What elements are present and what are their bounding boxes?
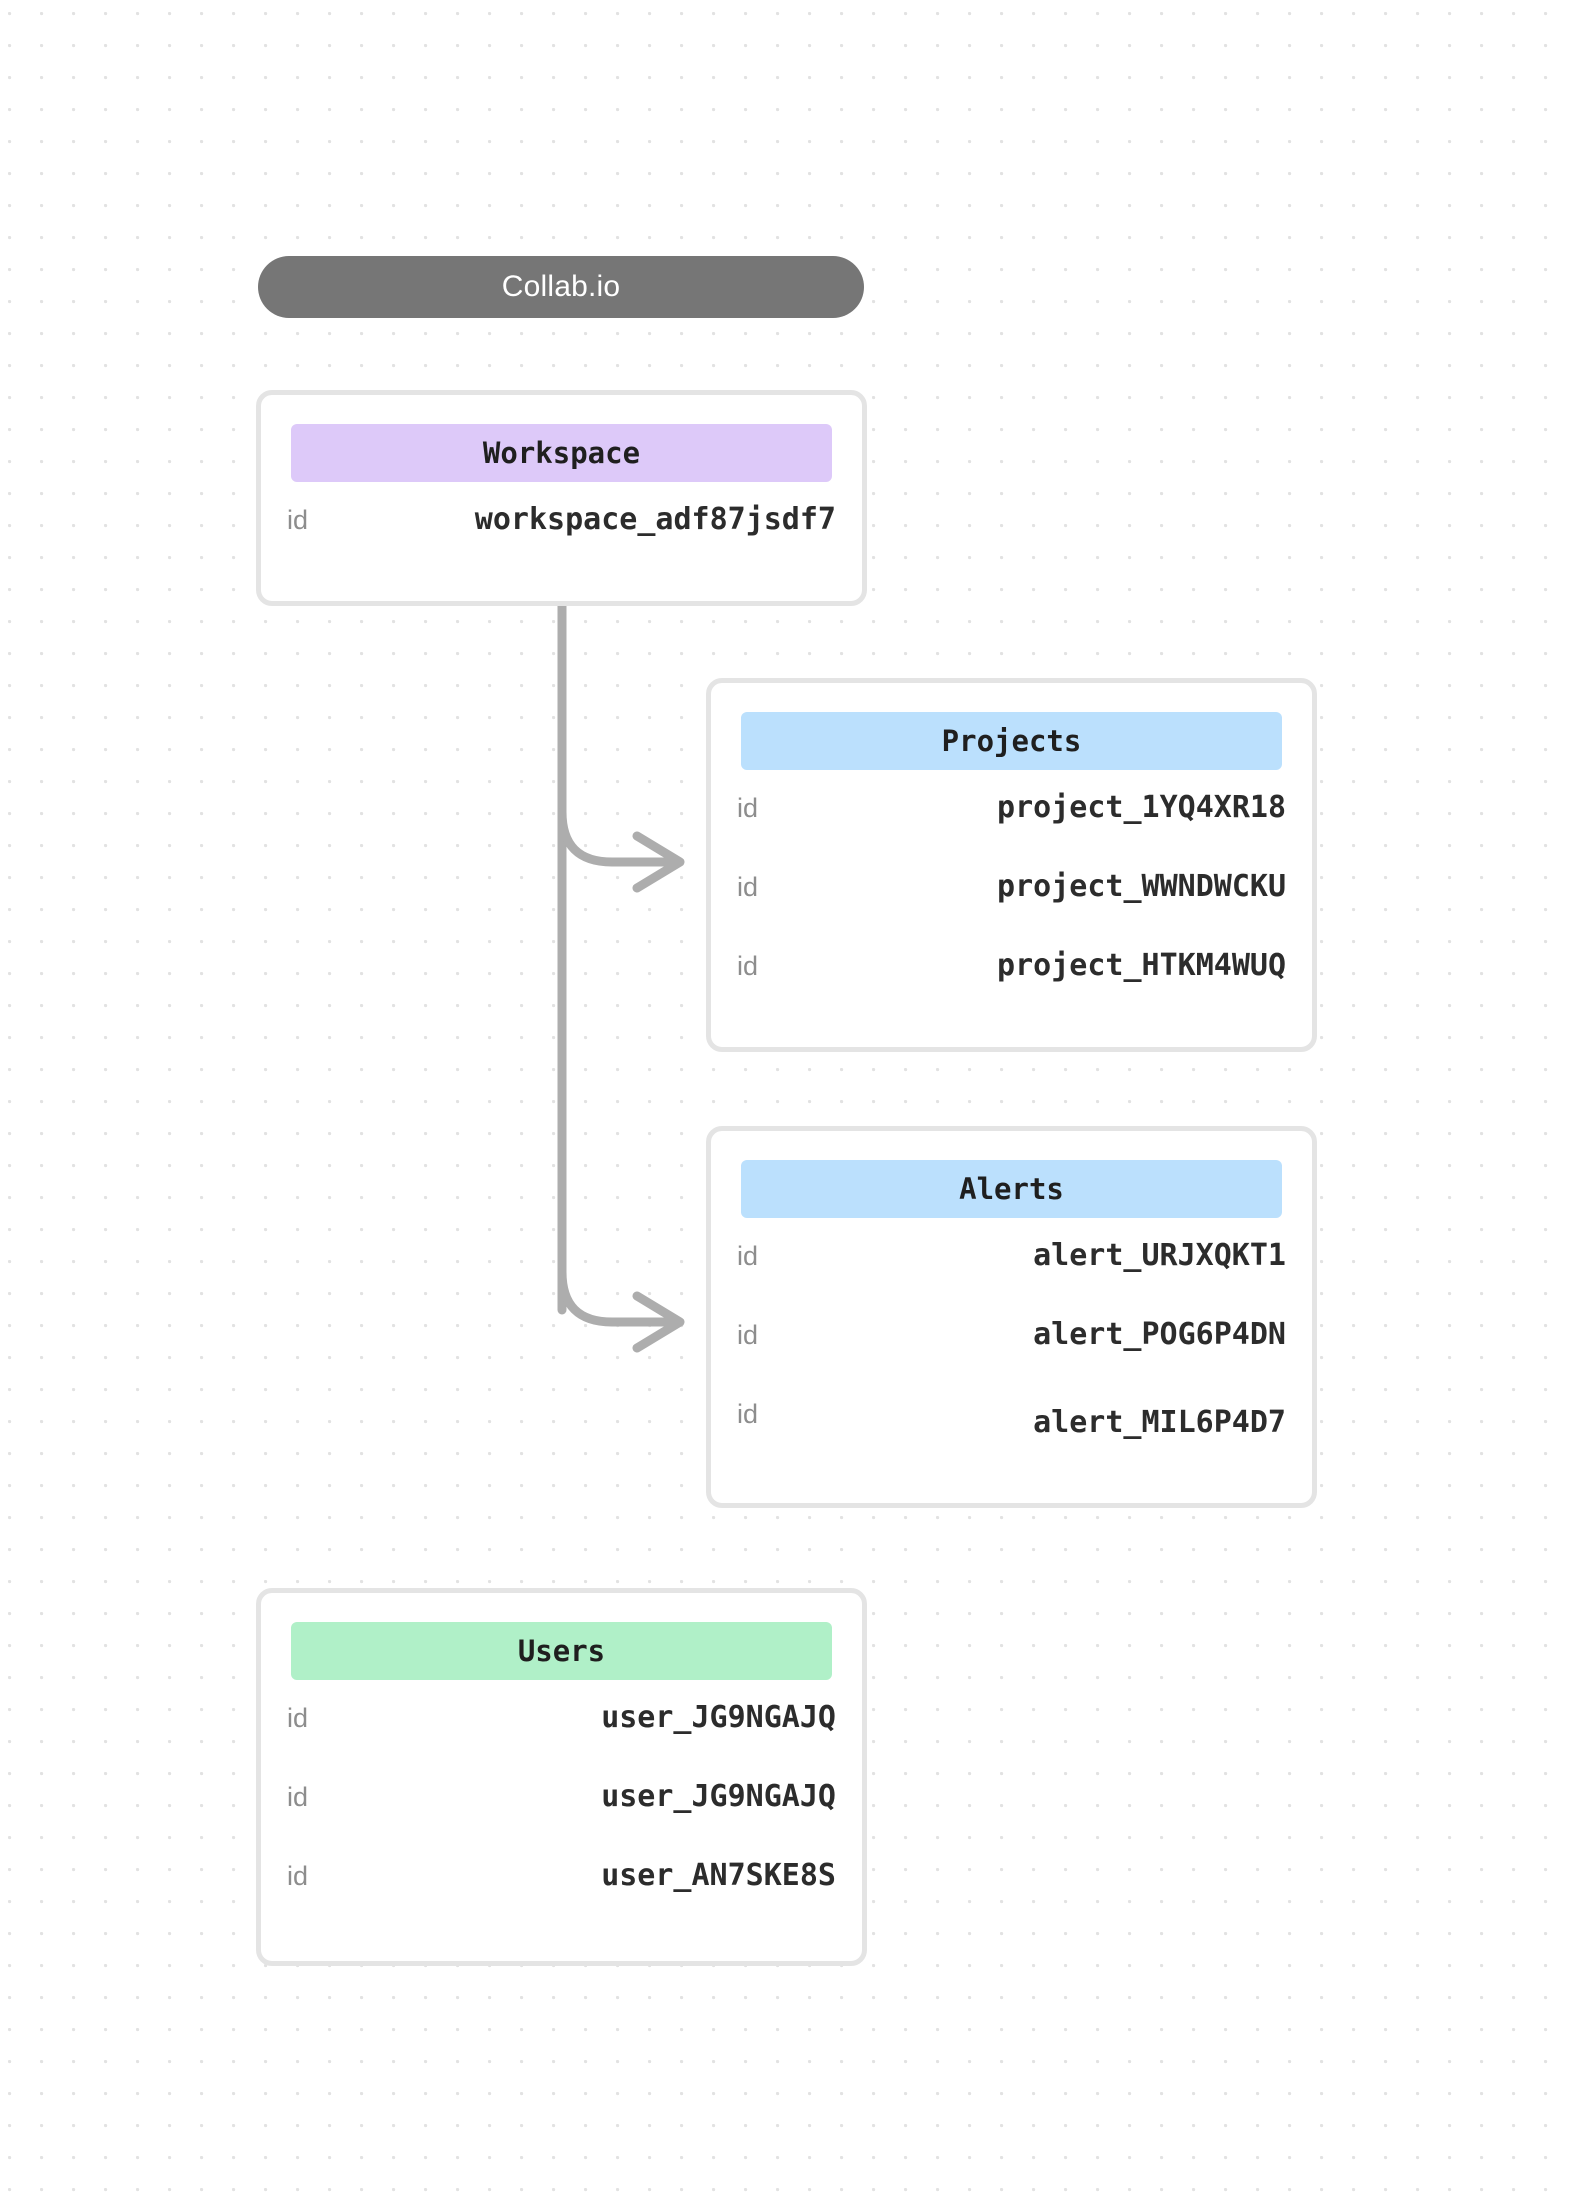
row-label: id bbox=[287, 1703, 309, 1733]
row-label: id bbox=[287, 1861, 309, 1891]
entity-rows-alerts: id alert_URJXQKT1 id alert_POG6P4DN id a… bbox=[737, 1238, 1286, 1475]
table-row[interactable]: id alert_POG6P4DN bbox=[737, 1317, 1286, 1396]
table-row[interactable]: id user_AN7SKE8S bbox=[287, 1858, 836, 1937]
row-value: user_AN7SKE8S bbox=[601, 1858, 836, 1893]
table-row[interactable]: id workspace_adf87jsdf7 bbox=[287, 502, 836, 581]
entity-rows-users: id user_JG9NGAJQ id user_JG9NGAJQ id use… bbox=[287, 1700, 836, 1937]
connector-workspace-to-projects bbox=[557, 807, 683, 867]
entity-rows-projects: id project_1YQ4XR18 id project_WWNDWCKU … bbox=[737, 790, 1286, 1027]
entity-header-users: Users bbox=[291, 1622, 832, 1680]
entity-card-projects[interactable]: Projects id project_1YQ4XR18 id project_… bbox=[706, 678, 1317, 1052]
table-row[interactable]: id project_WWNDWCKU bbox=[737, 869, 1286, 948]
entity-header-workspace: Workspace bbox=[291, 424, 832, 482]
diagram-title: Collab.io bbox=[501, 270, 621, 303]
row-label: id bbox=[287, 505, 309, 535]
row-value: alert_MIL6P4D7 bbox=[1033, 1405, 1286, 1440]
entity-header-projects: Projects bbox=[741, 712, 1282, 770]
arrowhead-projects-icon bbox=[632, 831, 685, 893]
table-row[interactable]: id project_1YQ4XR18 bbox=[737, 790, 1286, 869]
row-value: alert_URJXQKT1 bbox=[1033, 1238, 1286, 1273]
row-value: user_JG9NGAJQ bbox=[601, 1700, 836, 1735]
connector-workspace-to-alerts bbox=[557, 1267, 683, 1327]
table-row[interactable]: id user_JG9NGAJQ bbox=[287, 1700, 836, 1779]
row-label: id bbox=[737, 1241, 759, 1271]
entity-header-alerts: Alerts bbox=[741, 1160, 1282, 1218]
diagram-title-pill: Collab.io bbox=[258, 256, 864, 318]
entity-rows-workspace: id workspace_adf87jsdf7 bbox=[287, 502, 836, 581]
row-value: user_JG9NGAJQ bbox=[601, 1779, 836, 1814]
row-label: id bbox=[287, 1782, 309, 1812]
table-row[interactable]: id user_JG9NGAJQ bbox=[287, 1779, 836, 1858]
row-label: id bbox=[737, 1399, 759, 1429]
arrowhead-alerts-icon bbox=[632, 1291, 685, 1353]
row-label: id bbox=[737, 1320, 759, 1350]
row-value: workspace_adf87jsdf7 bbox=[474, 502, 836, 537]
row-value: project_WWNDWCKU bbox=[997, 869, 1286, 904]
row-value: alert_POG6P4DN bbox=[1033, 1317, 1286, 1352]
table-row[interactable]: id alert_URJXQKT1 bbox=[737, 1238, 1286, 1317]
row-label: id bbox=[737, 951, 759, 981]
row-value: project_HTKM4WUQ bbox=[997, 948, 1286, 983]
entity-card-users[interactable]: Users id user_JG9NGAJQ id user_JG9NGAJQ … bbox=[256, 1588, 867, 1966]
entity-card-workspace[interactable]: Workspace id workspace_adf87jsdf7 bbox=[256, 390, 867, 606]
table-row[interactable]: id project_HTKM4WUQ bbox=[737, 948, 1286, 1027]
row-label: id bbox=[737, 793, 759, 823]
row-value: project_1YQ4XR18 bbox=[997, 790, 1286, 825]
entity-card-alerts[interactable]: Alerts id alert_URJXQKT1 id alert_POG6P4… bbox=[706, 1126, 1317, 1508]
row-label: id bbox=[737, 872, 759, 902]
table-row[interactable]: id alert_MIL6P4D7 bbox=[737, 1396, 1286, 1475]
